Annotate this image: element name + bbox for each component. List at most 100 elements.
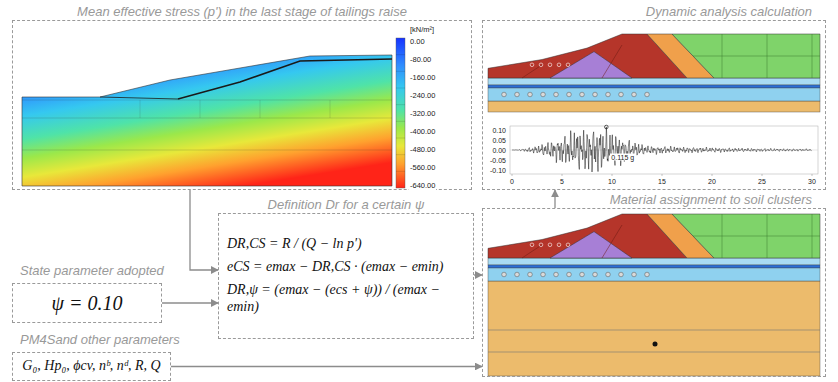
mesh-line xyxy=(330,100,331,118)
scale-value: -480.00 xyxy=(409,146,436,154)
mesh-line xyxy=(22,150,392,151)
mesh-line xyxy=(22,100,392,101)
soil-cluster-dot xyxy=(515,272,520,277)
scale-tick xyxy=(396,138,405,139)
soil-cluster-dot xyxy=(528,272,533,277)
foundation-layer xyxy=(488,281,820,376)
soil-cluster-dot xyxy=(593,272,598,277)
soil-layer xyxy=(488,258,820,265)
scale-value: -240.00 xyxy=(409,92,436,100)
scale-value: -320.00 xyxy=(409,110,436,118)
soil-cluster-dot xyxy=(606,92,611,97)
mesh-line xyxy=(22,118,392,119)
flow-arrow xyxy=(162,302,218,303)
soil-cluster-dot xyxy=(541,272,546,277)
mesh-line xyxy=(693,236,820,237)
scale-tick xyxy=(396,121,405,122)
mesh-line xyxy=(200,100,201,118)
tailings xyxy=(672,34,820,78)
unit-label: [kN/m²] xyxy=(409,26,435,34)
box-heading: PM4Sand other parameters xyxy=(17,332,183,347)
soil-cluster-dot xyxy=(567,272,572,277)
axis-tick xyxy=(562,174,563,176)
soil-cluster-dot xyxy=(567,92,572,97)
drain-marker xyxy=(548,243,552,247)
soil-cluster-dot xyxy=(554,272,559,277)
cluster-panel: Material assignment to soil clusters xyxy=(482,208,826,377)
axis-tick-label: 0.05 xyxy=(491,137,507,144)
soil-cluster-dot xyxy=(502,272,507,277)
axis-tick xyxy=(712,174,713,176)
axis-tick-label: 10 xyxy=(607,178,617,185)
scale-tick xyxy=(396,71,405,72)
parameter-box: State parameter adoptedψ = 0.10 xyxy=(12,283,162,323)
flow-arrow xyxy=(171,366,482,367)
soil-layer xyxy=(488,85,820,88)
soil-layer xyxy=(488,78,820,85)
soil-cluster-dot xyxy=(515,92,520,97)
axis-tick xyxy=(762,174,763,176)
dam-outline xyxy=(100,97,178,99)
dam-core xyxy=(550,52,632,78)
acceleration-trace xyxy=(512,127,812,172)
soil-layer xyxy=(488,265,820,268)
axis-tick-label: 0 xyxy=(509,178,515,185)
color-scale xyxy=(396,38,405,188)
acceleration-chart xyxy=(510,125,818,176)
chart-frame xyxy=(510,126,818,174)
axis-tick-label: -0.05 xyxy=(489,157,507,164)
soil-cluster-dot xyxy=(502,92,507,97)
axis-tick-label: 0.00 xyxy=(491,147,507,154)
mesh-line xyxy=(602,225,622,258)
analysis-panel: Dynamic analysis calculation xyxy=(482,20,826,190)
soil-cluster-dot xyxy=(541,92,546,97)
axis-tick xyxy=(512,174,513,176)
axis-tick-label: -0.10 xyxy=(489,167,507,174)
scale-tick xyxy=(396,154,405,155)
soil-cluster-dot xyxy=(580,272,585,277)
scale-value: -640.00 xyxy=(409,182,436,190)
mesh-line xyxy=(693,56,820,57)
drain-marker xyxy=(548,63,552,67)
scale-value: -400.00 xyxy=(409,128,436,136)
peak-marker xyxy=(605,125,609,129)
scale-tick xyxy=(396,88,405,89)
parameter-value: G₀, Hp₀, ϕcv, nᵇ, nᵈ, R, Q xyxy=(22,358,160,375)
layer-line xyxy=(488,352,820,353)
axis-tick xyxy=(662,174,663,176)
drain-marker xyxy=(539,63,543,67)
equation: DR,ψ = (emax − (ecs + ψ)) / (emax − emin… xyxy=(227,282,465,316)
soil-layer xyxy=(488,268,820,281)
formula-box: Definition Dr for a certain ψDR,CS = R /… xyxy=(218,213,474,339)
soil-cluster-dot xyxy=(645,272,650,277)
soil-cluster-dot xyxy=(645,92,650,97)
control-point xyxy=(653,342,658,347)
soil-layer xyxy=(488,88,820,101)
axis-tick xyxy=(612,174,613,176)
scale-value: -160.00 xyxy=(409,74,436,82)
flow-arrow xyxy=(554,190,555,208)
soil-cluster-dot xyxy=(632,272,637,277)
soil-cluster-dot xyxy=(580,92,585,97)
flow-arrow xyxy=(474,274,482,275)
panel-title: Mean effective stress (p') in the last s… xyxy=(74,4,410,19)
scale-tick xyxy=(396,171,405,172)
stress-field xyxy=(22,55,392,186)
drain-marker xyxy=(557,243,561,247)
soil-cluster-dot xyxy=(619,92,624,97)
dam-model xyxy=(488,34,820,112)
soil-cluster-dot xyxy=(619,272,624,277)
axis-tick-label: 5 xyxy=(559,178,565,185)
drain-marker xyxy=(557,63,561,67)
mesh-line xyxy=(602,45,622,78)
soil-cluster-dot xyxy=(632,92,637,97)
soil-cluster-dot xyxy=(593,92,598,97)
drain-marker xyxy=(539,243,543,247)
panel-title: Material assignment to soil clusters xyxy=(607,192,815,207)
axis-tick-label: 0.10 xyxy=(491,127,507,134)
drain-marker xyxy=(566,63,570,67)
scale-value: -560.00 xyxy=(409,164,436,172)
axis-tick-label: 25 xyxy=(757,178,767,185)
panel-title: Definition Dr for a certain ψ xyxy=(265,197,428,212)
